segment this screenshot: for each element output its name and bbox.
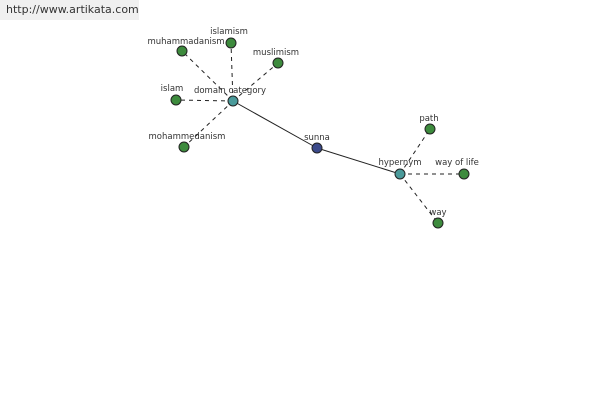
edge-domain_category-islam xyxy=(175,99,234,102)
graph-nodes xyxy=(170,37,470,229)
edge-hypernym-path xyxy=(399,128,431,175)
edge-domain_category-islamism xyxy=(230,42,234,102)
node-islamism[interactable] xyxy=(225,37,237,49)
label-muslimism: muslimism xyxy=(253,48,299,58)
node-muhammadanism[interactable] xyxy=(176,45,188,57)
graph-labels: sunna domain category hypernym muhammadanis… xyxy=(147,27,478,218)
label-hypernym: hypernym xyxy=(378,158,421,168)
label-islam: islam xyxy=(161,84,184,94)
node-mohammedanism[interactable] xyxy=(178,141,190,153)
edge-domain_category-muslimism xyxy=(232,62,279,102)
node-muslimism[interactable] xyxy=(272,57,284,69)
graph-edges xyxy=(175,42,464,224)
edge-domain_category-mohammedanism xyxy=(183,100,234,148)
label-muhammadanism: muhammadanism xyxy=(147,37,224,47)
edge-domain_category-muhammadanism xyxy=(181,50,234,102)
site-watermark: http://www.artikata.com xyxy=(0,0,139,20)
label-sunna: sunna xyxy=(304,133,330,143)
node-way_of_life[interactable] xyxy=(458,168,470,180)
label-islamism: islamism xyxy=(210,27,248,37)
label-way: way xyxy=(429,208,446,218)
node-domain_category[interactable] xyxy=(227,95,239,107)
node-hypernym[interactable] xyxy=(394,168,406,180)
node-path[interactable] xyxy=(424,123,436,135)
edge-sunna-domain_category xyxy=(232,100,318,149)
label-path: path xyxy=(419,114,438,124)
label-mohammedanism: mohammedanism xyxy=(149,132,226,142)
edge-hypernym-way xyxy=(399,173,439,224)
edge-sunna-hypernym xyxy=(316,147,401,175)
label-domain_category: domain category xyxy=(194,86,266,96)
node-islam[interactable] xyxy=(170,94,182,106)
node-sunna[interactable] xyxy=(311,142,323,154)
node-way[interactable] xyxy=(432,217,444,229)
label-way_of_life: way of life xyxy=(435,158,479,168)
